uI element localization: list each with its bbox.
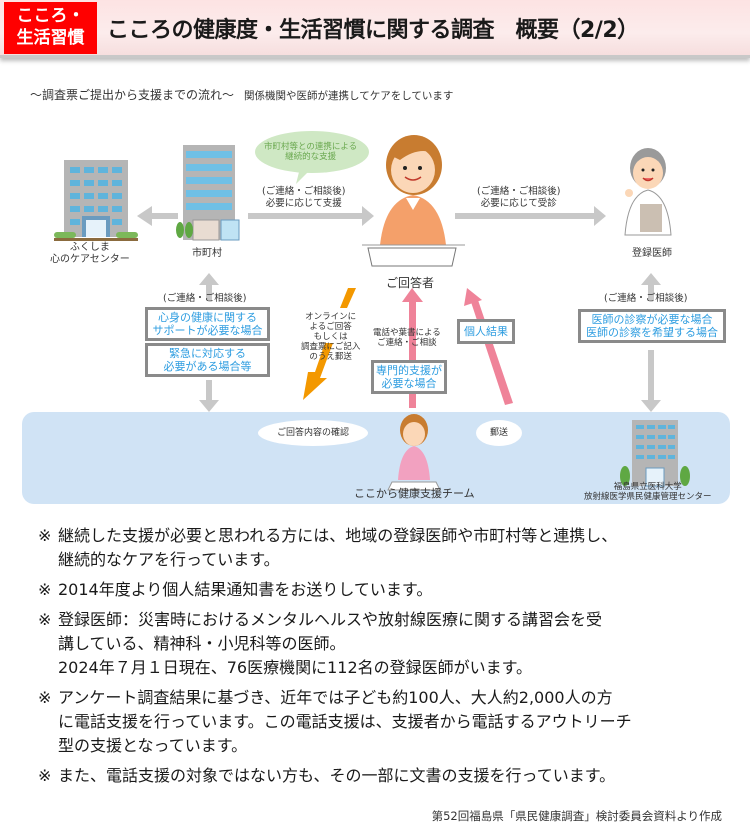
orange-arrow-icon (340, 288, 356, 308)
note-item: ※ 登録医師：災害時におけるメンタルヘルスや放射線医療に関する講習会を受 講して… (38, 610, 603, 677)
source-footnote: 第52回福島県「県民健康調査」検討委員会資料より作成 (431, 809, 722, 823)
arrow-support-caption: (ご連絡・ご相談後) 必要に応じて支援 (262, 186, 346, 209)
note-item: ※ 2014年度より個人結果通知書をお送りしています。 (38, 578, 738, 602)
arrow-down-icon (641, 400, 661, 412)
speech-bubble-icon (255, 131, 369, 184)
header-bar: こころ・ 生活習慣 こころの健康度・生活習慣に関する調査 概要（2/2） (0, 0, 750, 58)
respondent-label: ご回答者 (386, 276, 435, 290)
doctor-person-icon (624, 148, 672, 236)
category-badge: こころ・ 生活習慣 (4, 2, 97, 54)
page-title: こころの健康度・生活習慣に関する調査 概要（2/2） (107, 18, 639, 43)
arrow-up-icon (199, 273, 219, 300)
orange-arrow-down-icon (303, 343, 333, 400)
note-mark: ※ (38, 580, 52, 599)
notes-list: ※ 継続した支援が必要と思われる方には、地域の登録医師や市町村等と連携し、 継続… (38, 524, 738, 794)
flow-subtitle-sub: 関係機関や医師が連携してケアをしています (244, 90, 454, 102)
specialist-support-box: 専門的支援が 必要な場合 (371, 360, 447, 394)
doctor-label: 登録医師 (632, 248, 672, 259)
speech-bubble-text: 市町村等との連携による 継続的な支援 (264, 142, 358, 162)
badge-line1: こころ・ (16, 6, 85, 26)
mail-bubble: 郵送 (476, 420, 522, 446)
online-reply-text: オンラインに よるご回答 もしくは 調査票にご記入 のうえ郵送 (301, 312, 361, 362)
arrow-consult-caption: (ご連絡・ご相談後) 必要に応じて受診 (477, 186, 561, 209)
confirm-bubble: ご回答内容の確認 (258, 420, 368, 446)
left-flow-box-emergency: 緊急に対応する 必要がある場合等 (145, 343, 270, 377)
note-mark: ※ (38, 610, 52, 629)
care-center-label: ふくしま 心のケアセンター (50, 242, 130, 265)
arrow-up-icon (641, 273, 661, 300)
arrow-right-icon (248, 206, 374, 226)
arrow-down-icon (199, 400, 219, 412)
support-team-label: ここから健康支援チーム (354, 487, 475, 500)
support-team-person-icon (387, 414, 441, 491)
left-flow-box-support: 心身の健康に関する サポートが必要な場合 (145, 307, 270, 341)
note-mark: ※ (38, 688, 52, 707)
phone-contact-text: 電話や葉書による ご連絡・ご相談 (373, 328, 441, 348)
note-item: ※ 継続した支援が必要と思われる方には、地域の登録医師や市町村等と連携し、 継続… (38, 526, 618, 569)
arrow-left-icon (137, 206, 178, 226)
pink-arrow-diagonal-icon (471, 300, 513, 405)
flow-subtitle: ～調査票ご提出から支援までの流れ～ 関係機関や医師が連携してケアをしています (30, 86, 453, 103)
flow-subtitle-main: ～調査票ご提出から支援までの流れ～ (30, 88, 235, 102)
pink-arrow-up-icon (402, 288, 423, 302)
right-flow-box-doctor: 医師の診察が必要な場合 医師の診察を希望する場合 (578, 309, 726, 343)
note-item: ※ また、電話支援の対象ではない方も、その一部に文書の支援を行っています。 (38, 764, 738, 788)
personal-result-box: 個人結果 (457, 319, 515, 344)
right-flow-caption: (ご連絡・ご相談後) (604, 293, 688, 304)
arrow-right-icon (455, 206, 606, 226)
university-building-icon (620, 420, 690, 487)
university-label: 福島県立医科大学 放射線医学県民健康管理センター (584, 482, 712, 502)
note-mark: ※ (38, 526, 52, 545)
respondent-person-icon (362, 135, 465, 267)
badge-line2: 生活習慣 (16, 28, 85, 48)
note-mark: ※ (38, 766, 52, 785)
flow-diagram-graphics (54, 131, 672, 491)
care-center-building-icon (54, 160, 138, 241)
municipality-building-icon (176, 145, 240, 241)
left-flow-caption: (ご連絡・ご相談後) (163, 293, 247, 304)
note-item: ※ アンケート調査結果に基づき、近年では子ども約100人、大人約2,000人の方… (38, 688, 632, 755)
municipality-label: 市町村 (192, 248, 222, 259)
